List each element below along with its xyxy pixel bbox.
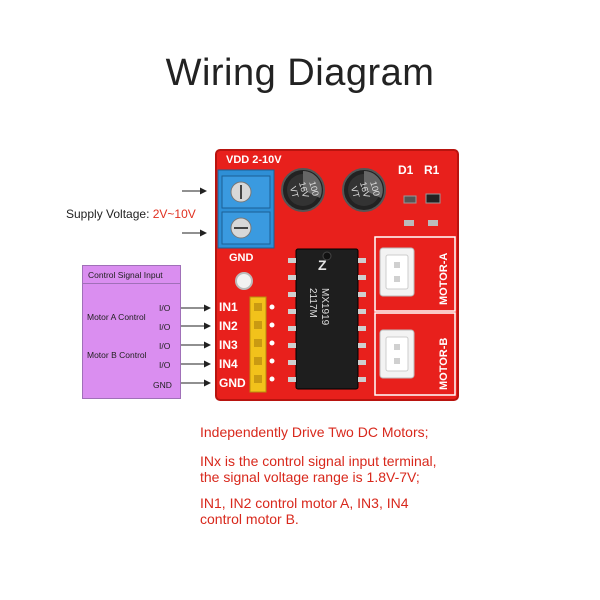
smd-component-1 [404, 220, 414, 226]
motor-a-connector [379, 247, 415, 297]
motor-b-connector [379, 329, 415, 379]
vdd-label: VDD 2-10V [226, 154, 282, 166]
control-box-divider [83, 283, 180, 284]
supply-voltage-text: Supply Voltage: [66, 207, 153, 221]
capacitor-right-text-2: 16V [358, 181, 372, 199]
control-arrows [181, 304, 211, 387]
note-line-1: Independently Drive Two DC Motors; [200, 424, 429, 440]
r1-label: R1 [424, 163, 440, 177]
motor-a-section [374, 236, 456, 312]
capacitor-right-text-3: VT [349, 185, 362, 199]
board-gnd-label: GND [229, 252, 254, 264]
motor-a-control-label: Motor A Control [87, 312, 146, 322]
capacitor-right-text-1: 100 [368, 180, 382, 197]
pin-label-gnd: GND [219, 376, 246, 390]
gnd-label: GND [153, 380, 172, 390]
capacitor-left-text-2: 16V [297, 181, 311, 199]
pin-label-in4: IN4 [219, 357, 238, 371]
motor-b-label: MOTOR-B [438, 338, 450, 390]
motor-b-section [374, 312, 456, 396]
smd-component-2 [428, 220, 438, 226]
control-signal-box: Control Signal Input Motor A Control Mot… [82, 265, 181, 399]
pin-label-in1: IN1 [219, 300, 238, 314]
capacitor-left: 100 16V VT [281, 168, 325, 212]
d1-label: D1 [398, 163, 414, 177]
pcb-board-edge [215, 149, 459, 401]
ic-logo: Z [318, 257, 327, 273]
motor-b-control-label: Motor B Control [87, 350, 147, 360]
resistor-r1 [425, 193, 441, 204]
supply-voltage-label: Supply Voltage: 2V~10V [66, 207, 196, 221]
motor-a-label: MOTOR-A [438, 253, 450, 305]
note-line-4: IN1, IN2 control motor A, IN3, IN4 [200, 495, 409, 511]
capacitor-left-text-1: 100 [307, 180, 321, 197]
control-signal-title: Control Signal Input [88, 270, 163, 280]
ic-text-2: 2117M [307, 288, 318, 318]
note-line-5: control motor B. [200, 511, 299, 527]
capacitor-left-text-3: VT [288, 185, 301, 199]
note-line-2: INx is the control signal input terminal… [200, 453, 437, 469]
mounting-hole [235, 272, 253, 290]
io-label-2: I/O [159, 322, 171, 332]
pin-header [249, 296, 275, 393]
pin-label-in2: IN2 [219, 319, 238, 333]
ic-text-1: MX1919 [319, 288, 330, 326]
io-label-3: I/O [159, 341, 171, 351]
supply-voltage-value: 2V~10V [152, 207, 196, 221]
led-d1 [403, 195, 417, 204]
io-label-1: I/O [159, 303, 171, 313]
driver-ic: Z MX1919 2117M [288, 248, 366, 390]
io-label-4: I/O [159, 360, 171, 370]
diagram-title: Wiring Diagram [165, 52, 435, 94]
pin-label-in3: IN3 [219, 338, 238, 352]
note-line-3: the signal voltage range is 1.8V-7V; [200, 469, 420, 485]
capacitor-right: 100 16V VT [342, 168, 386, 212]
